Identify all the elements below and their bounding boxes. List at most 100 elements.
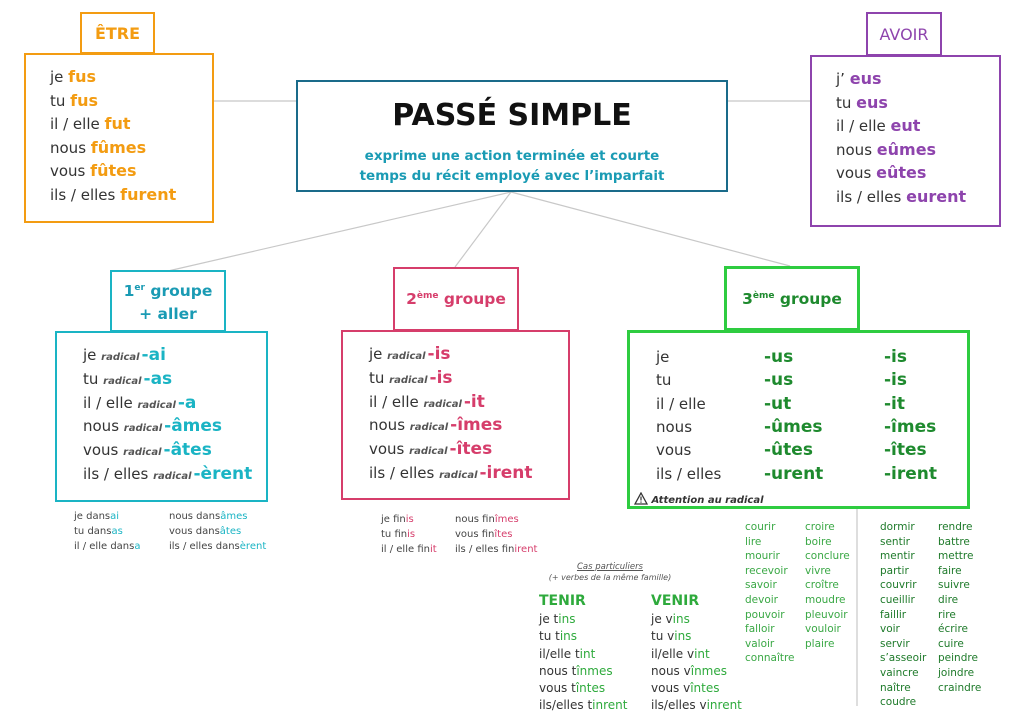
- group2-row: ils / elles radical-irent: [369, 463, 533, 483]
- group1-label: 1er groupe + aller: [110, 270, 226, 332]
- group3-ending-us: -us: [764, 347, 794, 367]
- group2-row: je radical-is: [369, 344, 451, 364]
- verb-item: servir: [880, 637, 910, 650]
- etre-row: tu fus: [50, 91, 98, 110]
- group1-example-ending: a: [134, 541, 141, 552]
- tenir-row: tu tins: [539, 628, 627, 645]
- etre-pronoun: je: [50, 68, 69, 86]
- tenir-stem: ils/elles t: [539, 698, 593, 713]
- group1-example-ending: as: [111, 526, 123, 537]
- group2-radical: radical: [409, 422, 449, 434]
- verb-item: pouvoir: [745, 608, 785, 621]
- group2-radical: radical: [439, 470, 478, 481]
- group1-example-stem: il / elle dans: [74, 541, 135, 552]
- verb-item: craindre: [938, 681, 982, 694]
- verb-item: coudre: [880, 696, 917, 709]
- group1-example: tu dansas: [74, 524, 141, 539]
- verb-item: rendre: [938, 521, 973, 533]
- verb-item: naître: [880, 681, 911, 694]
- group2-example-stem: je fin: [381, 514, 406, 525]
- venir-ending: înmes: [690, 663, 727, 678]
- group3-label: 3ème groupe: [724, 266, 860, 331]
- group3-pronoun: je: [656, 348, 670, 366]
- group2-row: nous radical-îmes: [369, 415, 502, 435]
- verb-item: joindre: [938, 666, 975, 679]
- group2-row: tu radical-is: [369, 368, 453, 388]
- etre-pronoun: nous: [50, 138, 91, 157]
- verb-item: vaincre: [880, 666, 919, 679]
- group2-example-ending: îtes: [494, 529, 513, 540]
- venir-stem: il/elle v: [651, 646, 695, 661]
- avoir-pronoun: nous: [836, 140, 877, 159]
- group2-example-ending: is: [405, 514, 414, 525]
- group1-radical: radical: [123, 423, 163, 435]
- tenir-ending: int: [579, 646, 596, 661]
- verb-item: dire: [938, 593, 959, 606]
- verb-item: cuire: [938, 637, 964, 650]
- avoir-pronoun: vous: [836, 164, 877, 182]
- group2-example: tu finis: [381, 527, 437, 542]
- verb-item: peindre: [938, 652, 978, 665]
- group3-ending-us: -urent: [764, 463, 824, 484]
- group3-ending-us: -ut: [764, 393, 792, 414]
- group2-example: ils / elles finirent: [455, 542, 537, 557]
- group2-example-ending: it: [429, 544, 437, 555]
- verb-item: faire: [938, 564, 962, 577]
- tenir-stem: vous t: [539, 681, 576, 696]
- avoir-row: tu eus: [836, 93, 888, 112]
- verb-item: dormir: [880, 521, 915, 533]
- verb-item: vivre: [805, 564, 831, 577]
- group3-ending-us: -ûtes: [764, 440, 813, 461]
- group1-example-ending: âmes: [220, 511, 248, 522]
- verb-item: savoir: [745, 579, 777, 592]
- group1-example-stem: vous dans: [169, 526, 220, 537]
- etre-pronoun: ils / elles: [50, 185, 121, 204]
- verb-item: devoir: [745, 593, 778, 606]
- main-box: PASSÉ SIMPLE exprime une action terminée…: [296, 80, 728, 192]
- verb-item: faillir: [880, 608, 907, 621]
- verb-item: moudre: [805, 593, 846, 606]
- group1-row: il / elle radical-a: [83, 393, 196, 413]
- group2-pronoun: vous: [369, 440, 410, 459]
- group1-row: vous radical-âtes: [83, 440, 212, 460]
- tenir-ending: ins: [558, 612, 576, 626]
- verb-item: croire: [805, 521, 835, 533]
- group1-ending: -âmes: [164, 416, 223, 437]
- group1-pronoun: ils / elles: [83, 465, 154, 483]
- tenir-row: il/elle tint: [539, 646, 627, 663]
- group1-row: je radical-ai: [83, 345, 166, 365]
- warning-icon: [633, 491, 649, 505]
- verb-item: connaître: [745, 652, 795, 665]
- group3-ending-is: -is: [884, 370, 908, 391]
- tenir-row: nous tînmes: [539, 663, 627, 680]
- tenir-row: vous tîntes: [539, 680, 627, 697]
- group2-pronoun: tu: [369, 368, 390, 387]
- group1-example: ils / elles dansèrent: [169, 539, 266, 554]
- tenir-label: TENIR: [539, 593, 586, 609]
- etre-form: fut: [104, 114, 131, 133]
- avoir-form: eut: [890, 116, 921, 135]
- radical-warning: Attention au radical: [633, 491, 764, 506]
- group3-pronoun: nous: [656, 417, 693, 436]
- etre-label: ÊTRE: [80, 12, 155, 54]
- group1-pronoun: nous: [83, 417, 124, 436]
- avoir-pronoun: tu: [836, 93, 857, 112]
- venir-ending: inrent: [706, 698, 742, 713]
- verb-item: mettre: [938, 550, 974, 563]
- main-description-1: exprime une action terminée et courte: [364, 148, 660, 164]
- avoir-form: eus: [856, 92, 888, 112]
- venir-stem: tu v: [651, 629, 675, 644]
- avoir-row: vous eûtes: [836, 163, 926, 182]
- venir-row: nous vînmes: [651, 663, 742, 680]
- special-cases-subtitle: (+ verbes de la même famille): [548, 573, 672, 582]
- group1-pronoun: tu: [83, 369, 104, 388]
- tenir-ending: ins: [559, 629, 578, 644]
- group3-pronoun: ils / elles: [656, 464, 722, 483]
